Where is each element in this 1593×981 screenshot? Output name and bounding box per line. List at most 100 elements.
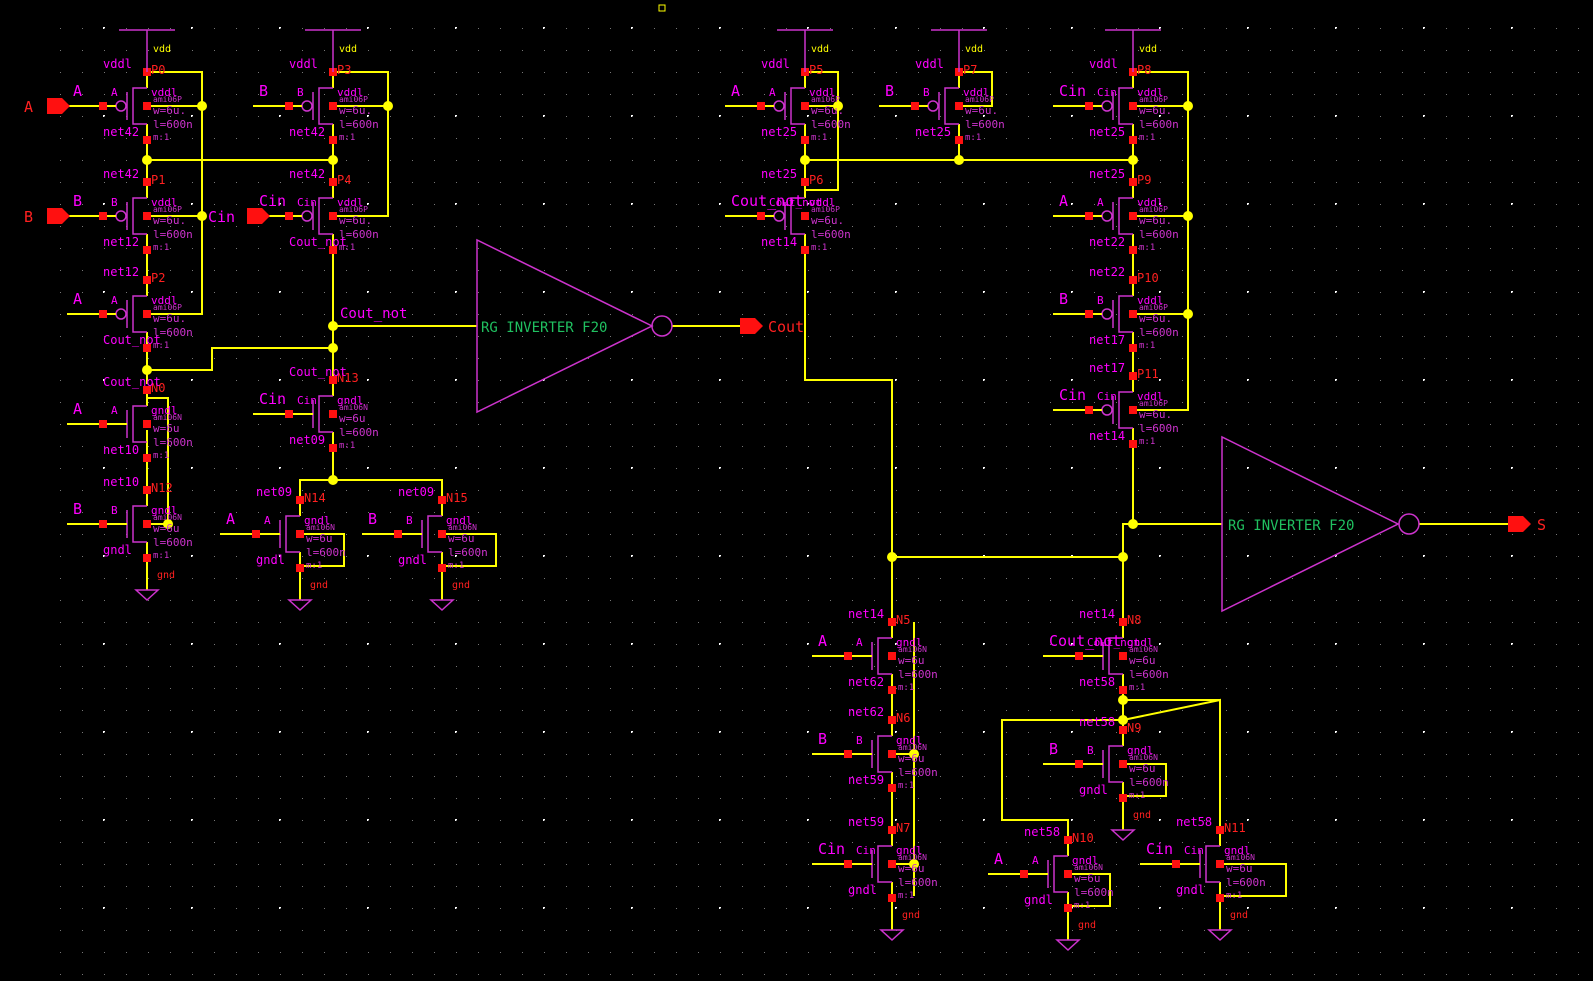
grid-minor-dot (126, 182, 127, 183)
grid-minor-dot (764, 402, 765, 403)
ground-symbol: gnd (429, 580, 470, 612)
grid-minor-dot (1314, 776, 1315, 777)
grid-minor-dot (654, 204, 655, 205)
grid-minor-dot (368, 512, 369, 513)
inverter-cout[interactable]: RG INVERTER F20 (476, 238, 673, 414)
grid-minor-dot (1270, 182, 1271, 183)
net-label: net09 (256, 485, 292, 499)
grid-minor-dot (698, 94, 699, 95)
grid-minor-dot (258, 842, 259, 843)
pin-s[interactable]: S (1508, 516, 1546, 534)
grid-minor-dot (82, 820, 83, 821)
grid-minor-dot (588, 798, 589, 799)
pin-b[interactable]: B (24, 208, 70, 226)
grid-minor-dot (610, 600, 611, 601)
grid-minor-dot (874, 930, 875, 931)
grid-minor-dot (720, 534, 721, 535)
grid-minor-dot (170, 952, 171, 953)
grid-minor-dot (1204, 512, 1205, 513)
grid-minor-dot (412, 886, 413, 887)
grid-minor-dot (1468, 534, 1469, 535)
grid-minor-dot (1072, 754, 1073, 755)
grid-minor-dot (962, 468, 963, 469)
grid-minor-dot (1006, 666, 1007, 667)
inverter-sum[interactable]: RG INVERTER F20 (1221, 435, 1420, 613)
grid-minor-dot (1094, 732, 1095, 733)
grid-minor-dot (60, 952, 61, 953)
grid-minor-dot (676, 94, 677, 95)
grid-minor-dot (1490, 974, 1491, 975)
grid-minor-dot (1336, 974, 1337, 975)
terminal (99, 212, 107, 220)
pin-a[interactable]: A (24, 98, 70, 116)
grid-minor-dot (1446, 358, 1447, 359)
multiplier-label: m:1 (1139, 133, 1155, 143)
grid-minor-dot (1336, 336, 1337, 337)
grid-minor-dot (896, 116, 897, 117)
grid-minor-dot (346, 336, 347, 337)
pin-cin[interactable]: Cin (208, 208, 270, 226)
grid-minor-dot (214, 226, 215, 227)
grid-minor-dot (1446, 644, 1447, 645)
grid-minor-dot (1358, 204, 1359, 205)
grid-minor-dot (1314, 732, 1315, 733)
grid-minor-dot (192, 732, 193, 733)
grid-minor-dot (1072, 710, 1073, 711)
grid-minor-dot (1160, 336, 1161, 337)
grid-minor-dot (82, 622, 83, 623)
grid-minor-dot (104, 50, 105, 51)
grid-minor-dot (434, 974, 435, 975)
grid-minor-dot (1226, 28, 1227, 29)
grid-minor-dot (478, 688, 479, 689)
wire (1220, 863, 1287, 897)
grid-minor-dot (456, 512, 457, 513)
pin-cout[interactable]: Cout (740, 318, 804, 336)
grid-minor-dot (764, 270, 765, 271)
input-label: B (368, 510, 377, 528)
grid-minor-dot (522, 776, 523, 777)
grid-minor-dot (786, 864, 787, 865)
grid-minor-dot (698, 930, 699, 931)
grid-minor-dot (764, 534, 765, 535)
grid-minor-dot (1204, 600, 1205, 601)
terminal (1172, 860, 1180, 868)
grid-minor-dot (1204, 908, 1205, 909)
grid-minor-dot (1556, 908, 1557, 909)
grid-minor-dot (390, 842, 391, 843)
grid-minor-dot (280, 50, 281, 51)
grid-minor-dot (368, 446, 369, 447)
grid-minor-dot (368, 974, 369, 975)
grid-minor-dot (940, 248, 941, 249)
grid-minor-dot (1138, 94, 1139, 95)
grid-minor-dot (236, 512, 237, 513)
grid-minor-dot (1094, 820, 1095, 821)
grid-minor-dot (1402, 666, 1403, 667)
grid-minor-dot (214, 204, 215, 205)
grid-minor-dot (1138, 358, 1139, 359)
